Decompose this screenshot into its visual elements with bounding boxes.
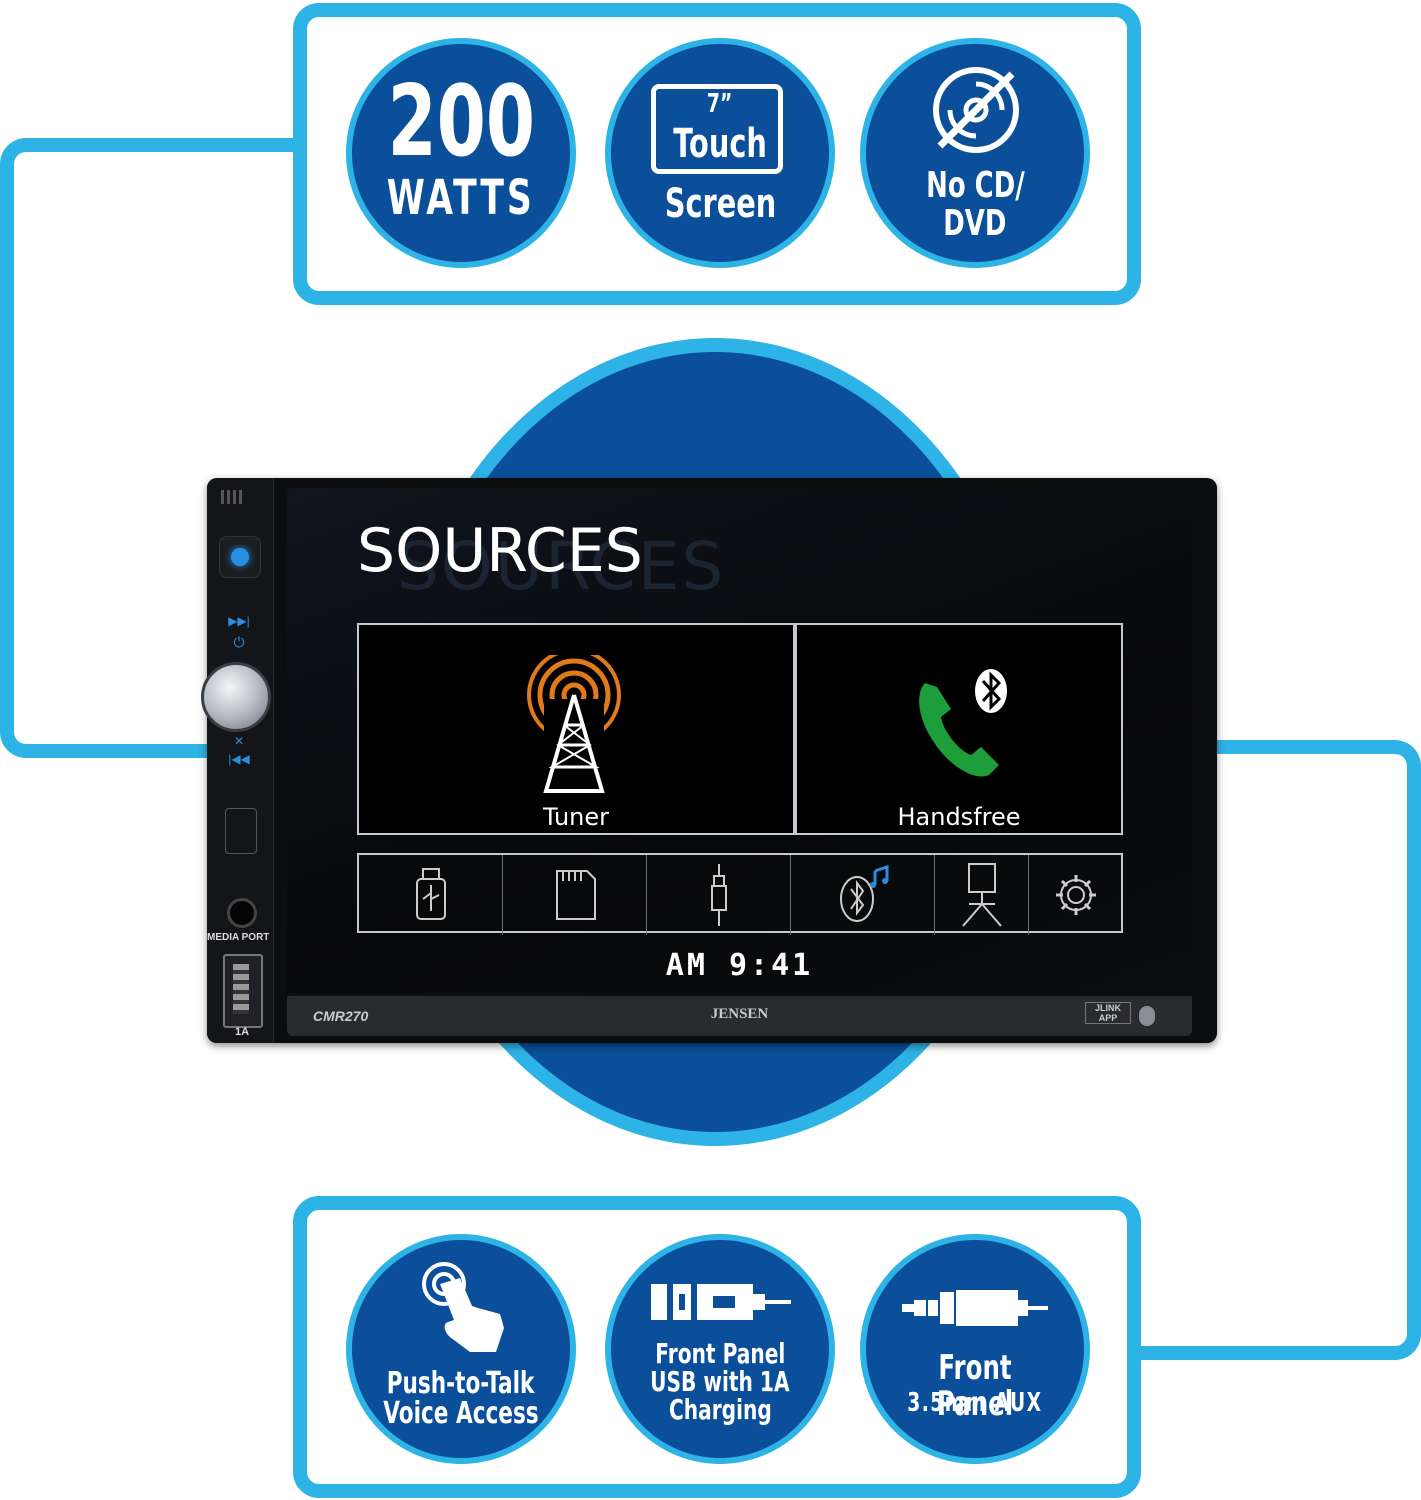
- usb-icon: [415, 868, 446, 920]
- tuner-tile[interactable]: Tuner: [357, 623, 795, 835]
- source-icon-strip: [357, 853, 1123, 935]
- mute-button[interactable]: ✕: [233, 734, 245, 748]
- aux-input-jack[interactable]: [227, 898, 257, 928]
- aux-jack-icon: [710, 864, 727, 926]
- touch-screen: SOURCES SOURCES Tuner: [287, 488, 1192, 993]
- usb-charging-line1: Front Panel: [654, 1337, 786, 1370]
- phone-bluetooth-icon: [919, 669, 1007, 777]
- screen-label: Screen: [664, 181, 776, 227]
- app-badge: JLINK APP: [1085, 1002, 1131, 1024]
- power-unit: WATTS: [387, 170, 535, 226]
- usb-charging-line3: Charging: [668, 1393, 772, 1426]
- sd-card-icon: [555, 870, 596, 920]
- media-port-label: MEDIA PORT: [207, 932, 270, 943]
- bottom-bezel: CMR270 JENSEN JLINK APP: [287, 996, 1192, 1036]
- handsfree-label: Handsfree: [897, 803, 1021, 831]
- no-cd-line2: DVD: [943, 203, 1007, 244]
- sd-card-slot[interactable]: [225, 808, 257, 854]
- push-to-talk-badge: Push-to-Talk Voice Access: [352, 1240, 570, 1458]
- volume-knob[interactable]: [201, 662, 271, 732]
- aux-line1: Front Panel: [936, 1348, 1014, 1424]
- camera-icon: [961, 863, 1002, 927]
- push-to-talk-line1: Push-to-Talk: [387, 1366, 535, 1401]
- model-label: CMR270: [313, 1008, 369, 1024]
- camera-source-button[interactable]: [935, 855, 1029, 935]
- bluetooth-logo-icon: [1139, 1006, 1155, 1026]
- tuner-label: Tuner: [542, 803, 610, 831]
- screen-outline-icon: [651, 84, 783, 174]
- previous-track-button[interactable]: |◀◀: [228, 752, 250, 766]
- microphone-icon: [231, 548, 249, 566]
- no-cd-line1: No CD/: [925, 165, 1025, 206]
- usb-charging-badge: Front Panel USB with 1A Charging: [611, 1240, 829, 1458]
- head-unit: ▶▶| ⏻ ✕ |◀◀ MEDIA PORT 1A SOURCES SOURCE…: [201, 478, 1217, 1043]
- handsfree-tile[interactable]: Handsfree: [795, 623, 1123, 835]
- next-track-button[interactable]: ▶▶|: [228, 614, 250, 628]
- screen-title: SOURCES: [357, 516, 643, 586]
- no-cd-badge: No CD/ DVD: [866, 44, 1084, 262]
- usb-plug-icon: [651, 1284, 791, 1320]
- touch-screen-badge: 7” Touch Screen: [611, 44, 829, 262]
- settings-icon: [1056, 875, 1096, 915]
- bluetooth-music-icon: [839, 865, 888, 922]
- usb-amp-label: 1A: [235, 1026, 250, 1038]
- screen-touch-label: Touch: [673, 121, 767, 167]
- usb-source-button[interactable]: [359, 855, 503, 935]
- app-badge-line2: APP: [1098, 1013, 1118, 1023]
- sd-source-button[interactable]: [503, 855, 647, 935]
- radio-tower-icon: [527, 655, 621, 795]
- bluetooth-music-source-button[interactable]: [791, 855, 935, 935]
- tap-hand-icon: [422, 1262, 504, 1352]
- microphone-grille: [221, 490, 243, 504]
- aux-source-button[interactable]: [647, 855, 791, 935]
- power-value: 200: [387, 65, 535, 179]
- voice-button[interactable]: [219, 536, 261, 578]
- usb-charging-line2: USB with 1A: [650, 1365, 790, 1398]
- power-badge: 200 WATTS: [352, 44, 570, 262]
- app-badge-line1: JLINK: [1094, 1003, 1121, 1013]
- clock-display: AM 9:41: [665, 948, 814, 983]
- aux-line2: 3.5mm AUX: [907, 1388, 1043, 1418]
- brand-logo: JENSEN: [710, 1006, 769, 1022]
- push-to-talk-line2: Voice Access: [383, 1396, 539, 1431]
- aux-badge: Front Panel 3.5mm AUX: [866, 1240, 1084, 1458]
- front-control-panel: ▶▶| ⏻ ✕ |◀◀ MEDIA PORT 1A: [201, 478, 274, 1043]
- no-disc-icon: [933, 67, 1019, 153]
- power-button[interactable]: ⏻: [233, 634, 245, 650]
- usb-port[interactable]: [223, 954, 263, 1028]
- aux-plug-icon: [902, 1290, 1048, 1326]
- screen-title-ghost: SOURCES: [397, 528, 726, 605]
- screen-size: 7”: [707, 89, 733, 119]
- settings-button[interactable]: [1029, 855, 1123, 935]
